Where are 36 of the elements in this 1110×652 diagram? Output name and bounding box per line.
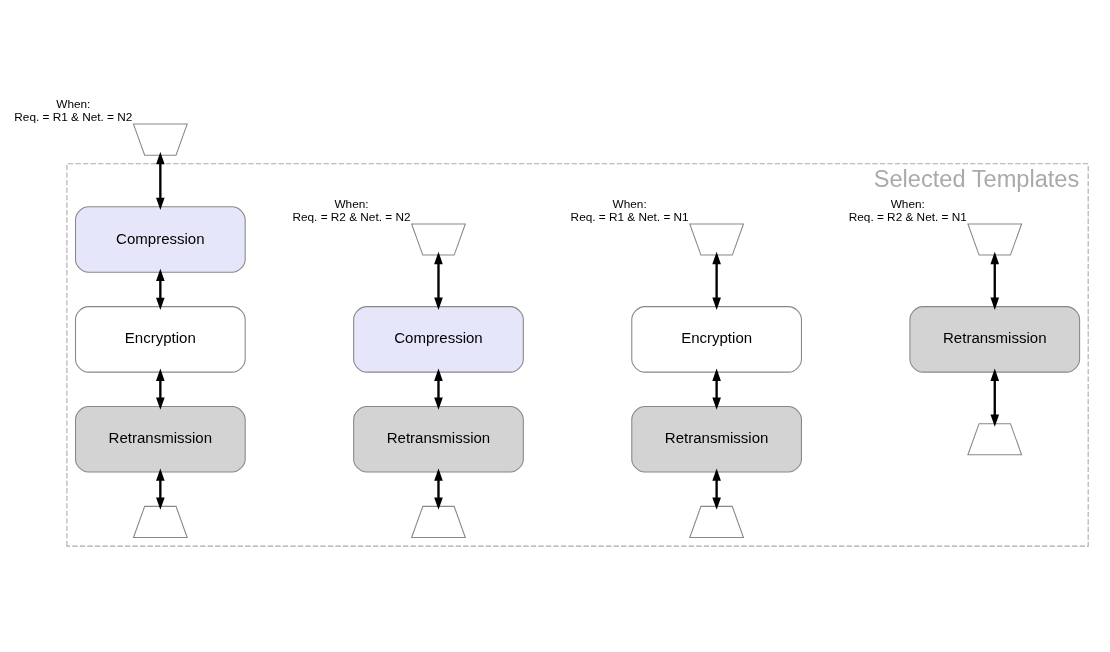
node-arch	[967, 422, 1023, 455]
arrow	[712, 251, 721, 310]
arrow	[156, 368, 165, 410]
arrow	[156, 151, 165, 210]
node-box: Retransmission	[631, 405, 802, 473]
node-box: Encryption	[74, 305, 246, 373]
arrow	[712, 468, 721, 510]
arrow	[434, 468, 443, 510]
arrow	[434, 251, 443, 310]
node-label: Req. = R2 & Net. = N2	[292, 209, 411, 224]
node-arch	[410, 505, 467, 538]
node-label: Req. = R1 & Net. = N2	[14, 109, 133, 124]
node-box: Retransmission	[74, 405, 246, 473]
node-label: Req. = R2 & Net. = N1	[848, 209, 967, 224]
node-cup	[689, 222, 745, 256]
node-cup	[967, 222, 1023, 256]
node-arch	[132, 505, 188, 538]
arrow	[156, 268, 165, 310]
node-box: Encryption	[631, 305, 802, 373]
arrow	[990, 368, 1000, 427]
node-arch	[689, 505, 745, 538]
node-cup	[410, 222, 467, 256]
node-box: Compression	[74, 205, 246, 273]
node-box: Compression	[353, 305, 524, 373]
node-box: Retransmission	[353, 405, 524, 473]
node-label: When:	[890, 196, 925, 211]
arrow	[434, 368, 443, 410]
node-box: Retransmission	[909, 305, 1081, 373]
node-cup	[132, 123, 188, 156]
node-label: When:	[612, 196, 647, 211]
node-label: When:	[334, 196, 369, 211]
node-label: When:	[56, 96, 91, 111]
arrow	[990, 251, 1000, 310]
arrow	[712, 368, 721, 410]
arrow	[156, 468, 165, 510]
node-label: Req. = R1 & Net. = N1	[570, 209, 689, 224]
